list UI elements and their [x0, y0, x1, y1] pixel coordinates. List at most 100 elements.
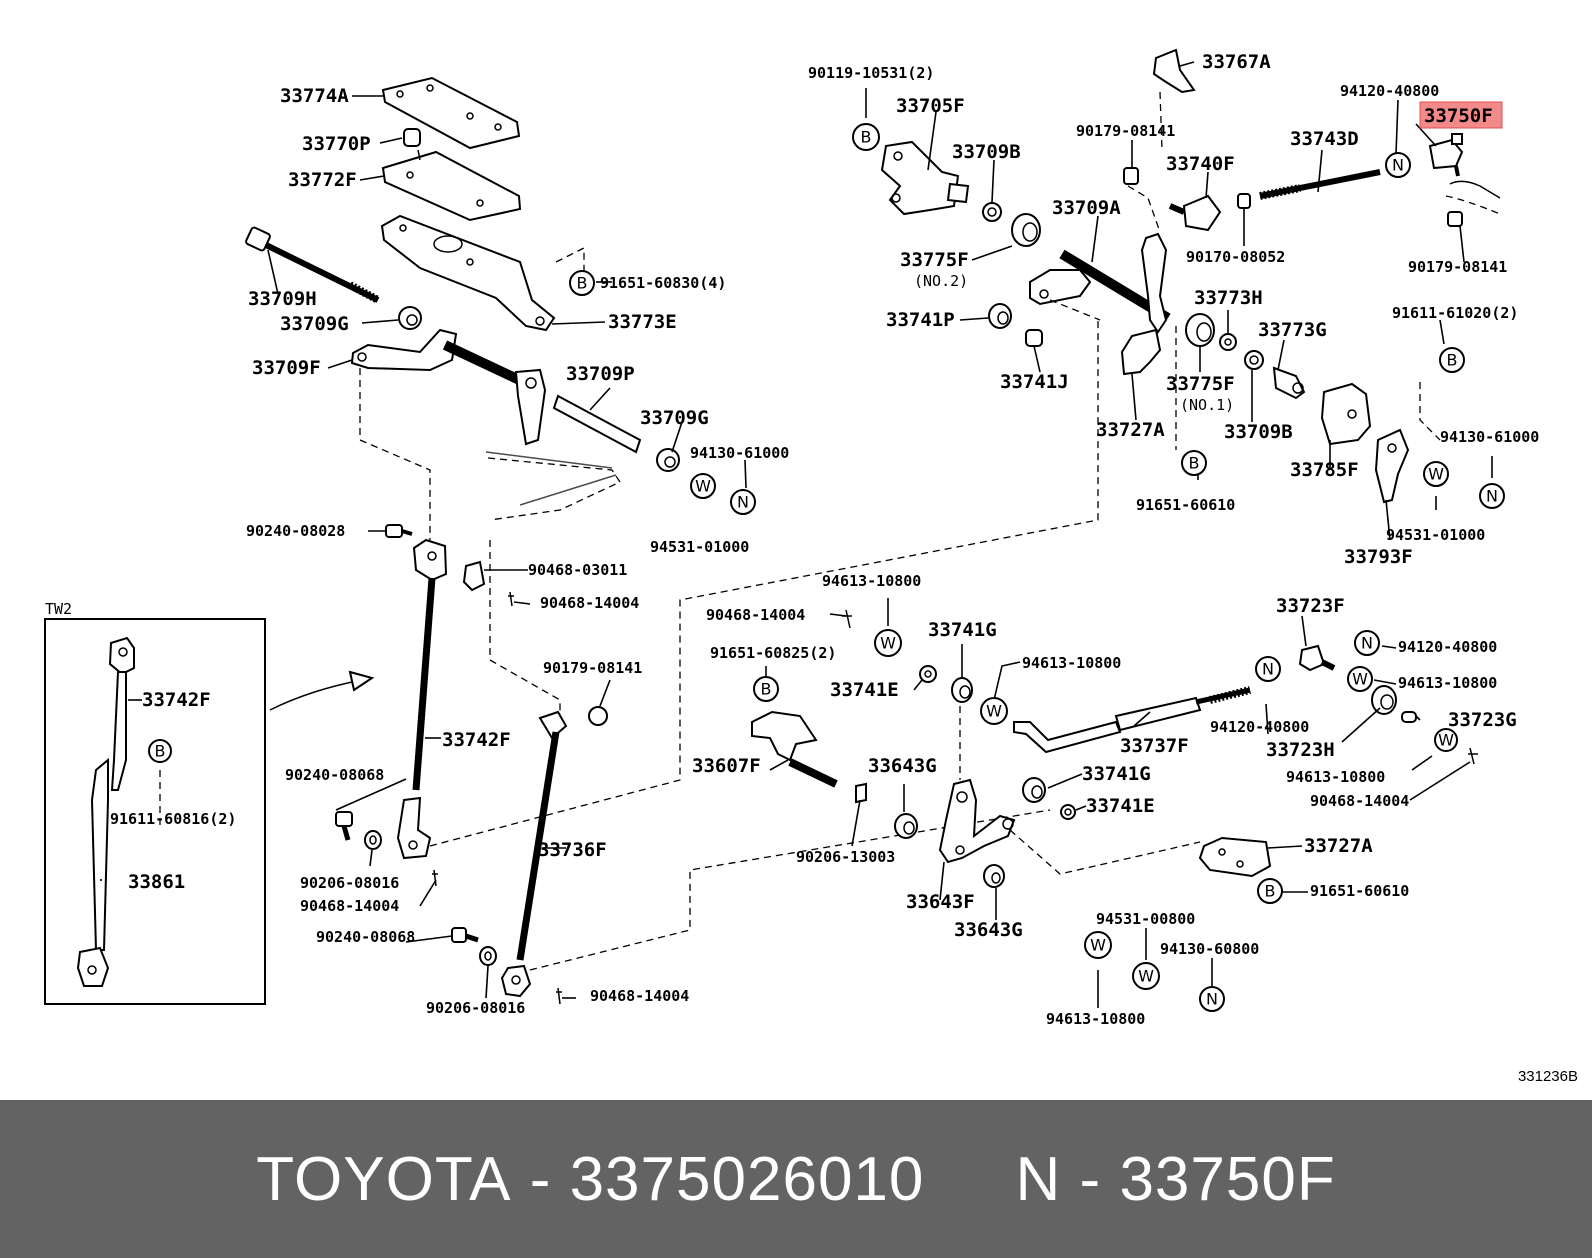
callout-94531-00800[interactable]: 94531-00800 — [1096, 910, 1195, 928]
callout-90240-08068-a[interactable]: 90240-08068 — [285, 766, 384, 784]
nut-33709b-top[interactable] — [982, 202, 1002, 222]
callout-33772f[interactable]: 33772F — [288, 169, 357, 191]
callout-33709h[interactable]: 33709H — [248, 288, 317, 310]
callout-33709g-b[interactable]: 33709G — [640, 407, 709, 429]
callout-33773h[interactable]: 33773H — [1194, 287, 1263, 309]
pin-90468-14004-d[interactable] — [842, 609, 852, 629]
callout-33709f[interactable]: 33709F — [252, 357, 321, 379]
rod-33736f[interactable] — [500, 706, 608, 998]
plate-33772f[interactable] — [381, 149, 522, 222]
callout-33861[interactable]: 33861 — [128, 871, 185, 893]
callout-90468-14004-b[interactable]: 90468-14004 — [300, 897, 399, 915]
rod-33742f[interactable] — [396, 538, 448, 860]
callout-94120-40800-a[interactable]: 94120-40800 — [1340, 82, 1439, 100]
bushing-33723h[interactable] — [1371, 685, 1397, 715]
callout-33742f-main[interactable]: 33742F — [442, 729, 511, 751]
callout-33709a[interactable]: 33709A — [1052, 197, 1121, 219]
nut-33709g-upper[interactable] — [398, 306, 422, 330]
clip-33767a[interactable] — [1152, 48, 1196, 94]
callout-33643g-a[interactable]: 33643G — [868, 755, 937, 777]
clip-90206-13003[interactable] — [855, 782, 867, 804]
callout-94531-01000-a[interactable]: 94531-01000 — [650, 538, 749, 556]
clip-90468-03011[interactable] — [462, 560, 486, 592]
bushing-33741e-b[interactable] — [1060, 804, 1076, 820]
lever-33709f[interactable] — [350, 328, 547, 446]
bracket-33705f[interactable] — [880, 140, 970, 216]
callout-33793f[interactable]: 33793F — [1344, 546, 1413, 568]
callout-33727a-b[interactable]: 33727A — [1304, 835, 1373, 857]
bushing-33775f-no1[interactable] — [1185, 313, 1215, 347]
bushing-33741e-a[interactable] — [919, 665, 937, 683]
callout-91651-60825[interactable]: 91651-60825(2) — [710, 644, 836, 662]
callout-94130-61000-a[interactable]: 94130-61000 — [690, 444, 789, 462]
nut-33709g-lower[interactable] — [656, 448, 680, 472]
callout-33723h[interactable]: 33723H — [1266, 739, 1335, 761]
callout-90206-08016-a[interactable]: 90206-08016 — [300, 874, 399, 892]
callout-90468-14004-a[interactable]: 90468-14004 — [540, 594, 639, 612]
callout-33741g-a[interactable]: 33741G — [928, 619, 997, 641]
washer-90206-08016-a[interactable] — [364, 830, 382, 850]
callout-90468-14004-d[interactable]: 90468-14004 — [706, 606, 805, 624]
callout-33775f-no2[interactable]: 33775F — [900, 249, 969, 271]
callout-90468-03011[interactable]: 90468-03011 — [528, 561, 627, 579]
pin-33723g[interactable] — [1401, 711, 1417, 723]
callout-90240-08068-b[interactable]: 90240-08068 — [316, 928, 415, 946]
lever-33709a[interactable] — [1029, 232, 1171, 334]
callout-33767a[interactable]: 33767A — [1202, 51, 1271, 73]
bolt-90240-08028[interactable] — [385, 524, 413, 538]
callout-94613-10800-d[interactable]: 94613-10800 — [1286, 768, 1385, 786]
washer-90206-08016-b[interactable] — [479, 946, 497, 966]
bracket-33785f[interactable] — [1320, 382, 1372, 446]
callout-33709b-a[interactable]: 33709B — [952, 141, 1021, 163]
callout-33607f[interactable]: 33607F — [692, 755, 761, 777]
callout-33785f[interactable]: 33785F — [1290, 459, 1359, 481]
joint-33750f[interactable] — [1428, 133, 1464, 177]
callout-33643f[interactable]: 33643F — [906, 891, 975, 913]
callout-33709p[interactable]: 33709P — [566, 363, 635, 385]
callout-33723f[interactable]: 33723F — [1276, 595, 1345, 617]
pin-90468-14004-e[interactable] — [1468, 747, 1478, 765]
callout-33709b-b[interactable]: 33709B — [1224, 421, 1293, 443]
callout-33770p[interactable]: 33770P — [302, 133, 371, 155]
callout-33705f[interactable]: 33705F — [896, 95, 965, 117]
bracket-33793f[interactable] — [1374, 428, 1410, 504]
bolt-90240-08068-a[interactable] — [335, 811, 353, 841]
callout-91611-60816[interactable]: 91611-60816(2) — [110, 810, 236, 828]
callout-33723g[interactable]: 33723G — [1448, 709, 1517, 731]
callout-33643g-b[interactable]: 33643G — [954, 919, 1023, 941]
callout-33741e-b[interactable]: 33741E — [1086, 795, 1155, 817]
callout-33741e-a[interactable]: 33741E — [830, 679, 899, 701]
bracket-33773e[interactable] — [380, 214, 556, 332]
callout-91651-60830[interactable]: 91651-60830(4) — [600, 274, 726, 292]
callout-94130-60800[interactable]: 94130-60800 — [1160, 940, 1259, 958]
joint-33740f[interactable] — [1168, 194, 1222, 232]
callout-33750f[interactable]: 33750F — [1424, 105, 1493, 127]
bushing-33770p[interactable] — [403, 128, 421, 147]
bushing-33741g-a[interactable] — [951, 677, 973, 703]
callout-90468-14004-e[interactable]: 90468-14004 — [1310, 792, 1409, 810]
callout-33773e[interactable]: 33773E — [608, 311, 677, 333]
bushing-33643g-b[interactable] — [983, 864, 1005, 888]
nut-90179-08141-right[interactable] — [1447, 211, 1463, 227]
rod-33742f-inset[interactable] — [108, 636, 135, 791]
nut-33709b-mid[interactable] — [1244, 350, 1264, 370]
callout-94120-40800-c[interactable]: 94120-40800 — [1210, 718, 1309, 736]
bushing-33773g[interactable] — [1272, 366, 1306, 400]
callout-94613-10800-b[interactable]: 94613-10800 — [1022, 654, 1121, 672]
callout-33709g-a[interactable]: 33709G — [280, 313, 349, 335]
callout-33736f[interactable]: 33736F — [538, 839, 607, 861]
rod-33737f[interactable] — [1013, 686, 1251, 754]
bushing-33741g-b[interactable] — [1022, 777, 1046, 803]
callout-90170-08052[interactable]: 90170-08052 — [1186, 248, 1285, 266]
callout-33775f-no1[interactable]: 33775F — [1166, 373, 1235, 395]
bushing-33741p[interactable] — [988, 303, 1012, 329]
callout-94531-01000-b[interactable]: 94531-01000 — [1386, 526, 1485, 544]
nut-33773h[interactable] — [1219, 333, 1237, 351]
callout-33741j[interactable]: 33741J — [1000, 371, 1069, 393]
shaft-33709p[interactable] — [552, 394, 642, 454]
pin-90468-14004-a[interactable] — [508, 591, 514, 607]
callout-90206-08016-b[interactable]: 90206-08016 — [426, 999, 525, 1017]
lever-33643f[interactable] — [938, 778, 1016, 864]
callout-90468-14004-c[interactable]: 90468-14004 — [590, 987, 689, 1005]
callout-94120-40800-b[interactable]: 94120-40800 — [1398, 638, 1497, 656]
